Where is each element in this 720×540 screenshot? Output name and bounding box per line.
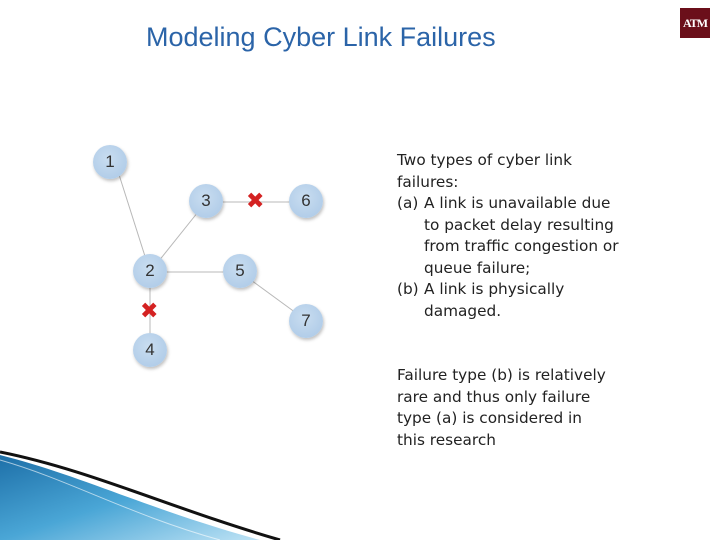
list-item-text: A link is physically damaged. bbox=[424, 280, 565, 320]
node-2[interactable]: 2 bbox=[133, 254, 167, 288]
failure-mark-3-6: ✖ bbox=[246, 189, 265, 214]
failure-mark-2-4: ✖ bbox=[140, 299, 159, 324]
list-marker: (a) bbox=[397, 194, 419, 212]
slide-title: Modeling Cyber Link Failures bbox=[146, 22, 496, 52]
university-logo: ATM bbox=[680, 8, 710, 38]
decorative-wave bbox=[0, 450, 281, 540]
node-6[interactable]: 6 bbox=[289, 184, 323, 218]
edge-1-2 bbox=[114, 161, 151, 273]
intro-text: Two types of cyber link failures: bbox=[397, 151, 572, 191]
node-4[interactable]: 4 bbox=[133, 333, 167, 367]
list-item: (b) A link is physically damaged. bbox=[397, 279, 627, 322]
failure-type-list: (a) A link is unavailable due to packet … bbox=[397, 193, 627, 322]
list-marker: (b) bbox=[397, 280, 419, 298]
note-text: Failure type (b) is relatively rare and … bbox=[397, 366, 606, 449]
logo-text: ATM bbox=[682, 15, 708, 30]
list-item-text: A link is unavailable due to packet dela… bbox=[424, 194, 619, 277]
node-7[interactable]: 7 bbox=[289, 304, 323, 338]
node-1[interactable]: 1 bbox=[93, 145, 127, 179]
failure-types-text: Two types of cyber link failures: (a) A … bbox=[397, 150, 627, 322]
list-item: (a) A link is unavailable due to packet … bbox=[397, 193, 627, 279]
node-5[interactable]: 5 bbox=[223, 254, 257, 288]
node-3[interactable]: 3 bbox=[189, 184, 223, 218]
